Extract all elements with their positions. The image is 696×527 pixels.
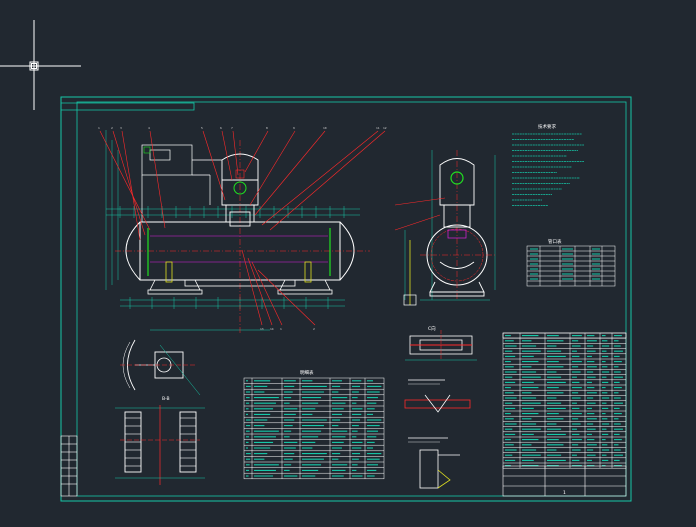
balloon-bottom-13: 13: [260, 327, 264, 331]
balloon-10: 10: [323, 126, 327, 130]
balloon-4: 4: [148, 126, 150, 130]
section-a-a-view[interactable]: [120, 339, 201, 396]
design-data-table: [502, 332, 627, 469]
svg-text:管口表: 管口表: [548, 238, 562, 245]
svg-text:技术要求: 技术要求: [538, 123, 556, 130]
balloon-1: 1: [98, 126, 100, 130]
svg-text:明细表: 明细表: [300, 369, 314, 376]
sheet-number: 1: [563, 490, 566, 496]
balloon-11: 11: [376, 126, 380, 130]
svg-text:B-B: B-B: [162, 396, 170, 402]
crosshair-cursor-icon: [0, 20, 81, 110]
balloon-bottom-2: 2: [313, 327, 315, 331]
balloon-12: 12: [383, 126, 387, 130]
detail-c-view[interactable]: C向: [405, 325, 477, 361]
balloon-3: 3: [120, 126, 122, 130]
parts-list-table: 明细表: [243, 369, 385, 480]
balloon-bottom-1: 1: [280, 327, 282, 331]
balloon-9: 9: [293, 126, 295, 130]
balloon-5: 5: [201, 126, 203, 130]
svg-text:C向: C向: [428, 325, 436, 332]
balloon-2: 2: [111, 126, 113, 130]
balloon-bottom-14: 14: [270, 327, 274, 331]
balloon-7: 7: [231, 126, 233, 130]
drawing-frame: [60, 96, 632, 502]
title-block: [502, 465, 627, 497]
binding-stamp-boxes: [60, 435, 78, 497]
technical-requirements: 技术要求: [512, 123, 584, 206]
vessel-side-view[interactable]: [394, 150, 496, 306]
nozzle-table: 管口表: [526, 238, 616, 287]
weld-detail-views[interactable]: [404, 379, 471, 489]
balloon-6: 6: [220, 126, 222, 130]
vessel-front-view[interactable]: [99, 130, 386, 335]
section-b-b-view[interactable]: B-B: [115, 396, 205, 485]
balloon-8: 8: [266, 126, 268, 130]
